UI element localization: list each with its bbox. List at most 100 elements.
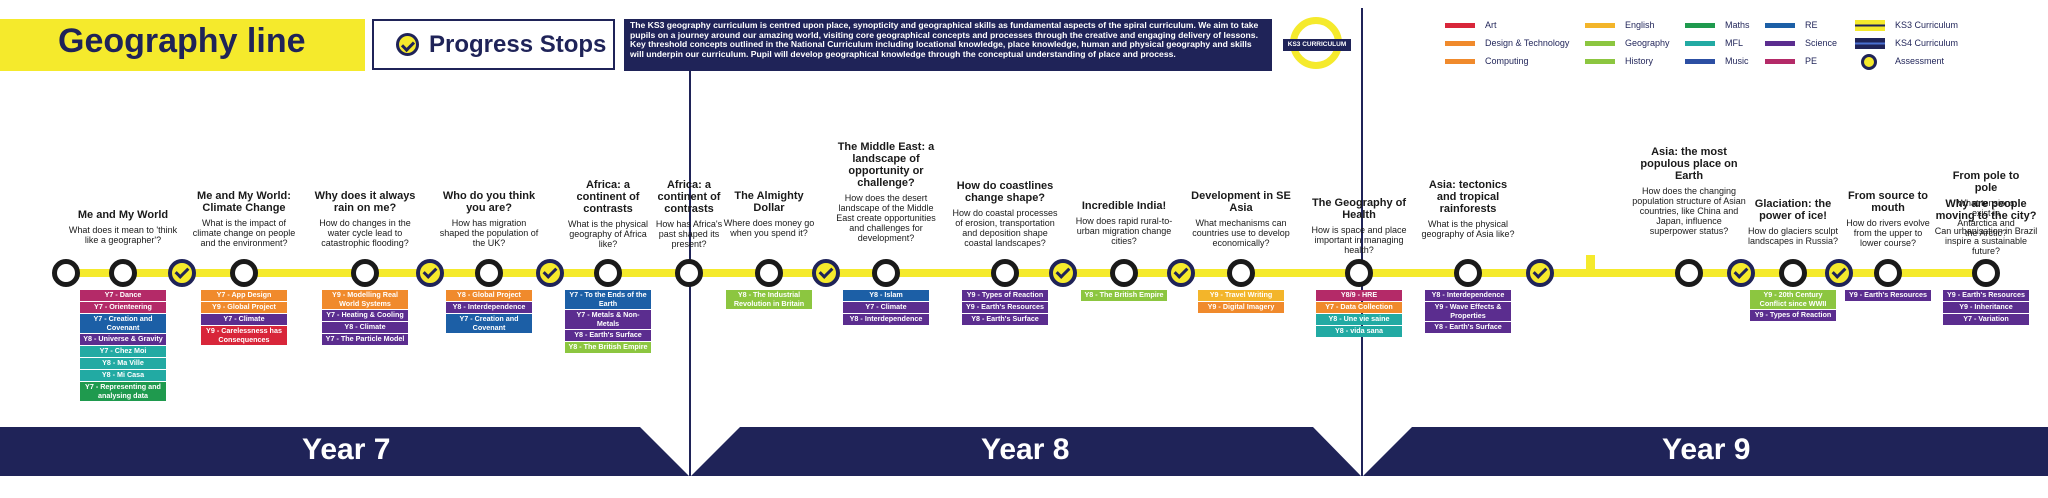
subject-link-tag: Y7 - Representing and analysing data [80, 382, 166, 401]
timeline-stop [1227, 259, 1255, 287]
legend-label: Design & Technology [1485, 38, 1570, 48]
subject-link-tag: Y9 - Travel Writing [1198, 290, 1284, 301]
timeline-marker [1586, 255, 1595, 270]
timeline-stop [475, 259, 503, 287]
legend-label: Computing [1485, 56, 1529, 66]
stop-question: How do glaciers sculpt landscapes in Rus… [1747, 226, 1839, 246]
subject-link-tag: Y9 - Earth's Resources [1845, 290, 1931, 301]
subject-link-tag: Y9 - Digital Imagery [1198, 302, 1284, 313]
stop-question: How do coastal processes of erosion, tra… [952, 208, 1058, 248]
title-banner [0, 19, 365, 71]
subject-link-tag: Y9 - Types of Reaction [962, 290, 1048, 301]
subject-link-tag: Y7 - Variation [1943, 314, 2029, 325]
stop-question: What is the physical geography of Asia l… [1421, 219, 1515, 239]
stop-question: How does the changing population structu… [1632, 186, 1746, 236]
legend-label: RE [1805, 20, 1818, 30]
stop-question: What does it mean to 'think like a geogr… [68, 225, 178, 245]
stop-title: Why are people moving to the city? [1935, 198, 2037, 222]
legend-label: History [1625, 56, 1654, 66]
legend-swatch [1685, 41, 1715, 46]
subject-link-tag: Y9 - 20th Century Conflict since WWII [1750, 290, 1836, 309]
assessment-check-icon [1727, 259, 1755, 287]
stop-title: The Geography of Health [1311, 197, 1407, 221]
legend-swatch [1765, 41, 1795, 46]
subject-link-tag: Y9 - Global Project [201, 302, 287, 313]
assessment-check-icon [396, 33, 419, 56]
stop-question: What is the impact of climate change on … [192, 218, 296, 248]
stop-question: What mechanisms can countries use to dev… [1192, 218, 1290, 248]
subject-link-tag: Y9 - Types of Reaction [1750, 310, 1836, 321]
legend-label: Art [1485, 20, 1497, 30]
subject-link-tag: Y7 - Heating & Cooling [322, 310, 408, 321]
subject-link-tag: Y7 - The Particle Model [322, 334, 408, 345]
subject-link-tag: Y9 - Modelling Real World Systems [322, 290, 408, 309]
timeline-stop [594, 259, 622, 287]
subject-link-tag: Y7 - App Design [201, 290, 287, 301]
timeline-stop [1454, 259, 1482, 287]
legend-label: Music [1725, 56, 1749, 66]
stop-question: Where does money go when you spend it? [723, 218, 815, 238]
stop-question: How is space and place important in mana… [1311, 225, 1407, 255]
subject-link-tag: Y8 - Ma Ville [80, 358, 166, 369]
legend-label: MFL [1725, 38, 1743, 48]
timeline-stop [109, 259, 137, 287]
stop-title: Why does it always rain on me? [314, 190, 416, 214]
subject-link-tag: Y8 - The British Empire [565, 342, 651, 353]
timeline-stop [1874, 259, 1902, 287]
subject-link-tag: Y9 - Earth's Resources [1943, 290, 2029, 301]
progress-stops-label: Progress Stops [429, 31, 607, 58]
stop-question: How has migration shaped the population … [439, 218, 539, 248]
subject-link-tag: Y9 - Inheritance [1943, 302, 2029, 313]
stop-title: The Middle East: a landscape of opportun… [837, 141, 935, 189]
divider-year8-year9 [1361, 8, 1363, 476]
year-label-9: Year 9 [1662, 433, 1751, 466]
subject-link-tag: Y7 - Orienteering [80, 302, 166, 313]
subject-link-tag: Y8 - Interdependence [446, 302, 532, 313]
assessment-check-icon [1049, 259, 1077, 287]
subject-link-tag: Y8 - The British Empire [1081, 290, 1167, 301]
stop-title: Me and My World: Climate Change [197, 190, 291, 214]
legend-swatch [1685, 23, 1715, 28]
assessment-check-icon [1825, 259, 1853, 287]
stop-title: Asia: tectonics and tropical rainforests [1428, 179, 1508, 215]
stop-title: Development in SE Asia [1191, 190, 1291, 214]
assessment-check-icon [1526, 259, 1554, 287]
timeline-stop [991, 259, 1019, 287]
subject-link-tag: Y7 - Creation and Covenant [446, 314, 532, 333]
year9-bar [1363, 427, 2048, 476]
subject-link-tag: Y8 - Earth's Surface [565, 330, 651, 341]
stop-title: Me and My World [77, 209, 169, 221]
subject-link-tag: Y9 - Earth's Resources [962, 302, 1048, 313]
legend-label: Geography [1625, 38, 1670, 48]
legend-label: Science [1805, 38, 1838, 48]
subject-link-tag: Y7 - Data Collection [1316, 302, 1402, 313]
stop-title: Who do you think you are? [442, 190, 536, 214]
legend-swatch [1855, 20, 1885, 31]
subject-link-tag: Y8 - Earth's Surface [1425, 322, 1511, 333]
subject-link-tag: Y7 - Creation and Covenant [80, 314, 166, 333]
stop-title: Africa: a continent of contrasts [576, 179, 640, 215]
stop-question: How has Africa's past shaped its present… [655, 219, 723, 249]
subject-link-tag: Y8/9 - HRE [1316, 290, 1402, 301]
subject-link-tag: Y8 - Climate [322, 322, 408, 333]
timeline-stop [1345, 259, 1373, 287]
legend-swatch [1585, 23, 1615, 28]
legend-swatch [1765, 59, 1795, 64]
legend-swatch [1445, 23, 1475, 28]
stop-question: Can urbanisation in Brazil inspire a sus… [1934, 226, 2038, 256]
legend-label: Maths [1725, 20, 1750, 30]
subject-link-tag: Y8 - Interdependence [1425, 290, 1511, 301]
timeline-stop [1675, 259, 1703, 287]
legend-swatch [1585, 41, 1615, 46]
year-bars [0, 427, 2048, 476]
ks3-logo-label: KS3 CURRICULUM [1283, 39, 1351, 51]
subject-link-tag: Y7 - To the Ends of the Earth [565, 290, 651, 309]
stop-title: From source to mouth [1847, 190, 1929, 214]
legend-label: PE [1805, 56, 1818, 66]
legend-swatch [1765, 23, 1795, 28]
legend-label: KS3 Curriculum [1895, 20, 1959, 30]
subject-link-tag: Y9 - Carelessness has Consequences [201, 326, 287, 345]
subject-link-tag: Y8 - Global Project [446, 290, 532, 301]
